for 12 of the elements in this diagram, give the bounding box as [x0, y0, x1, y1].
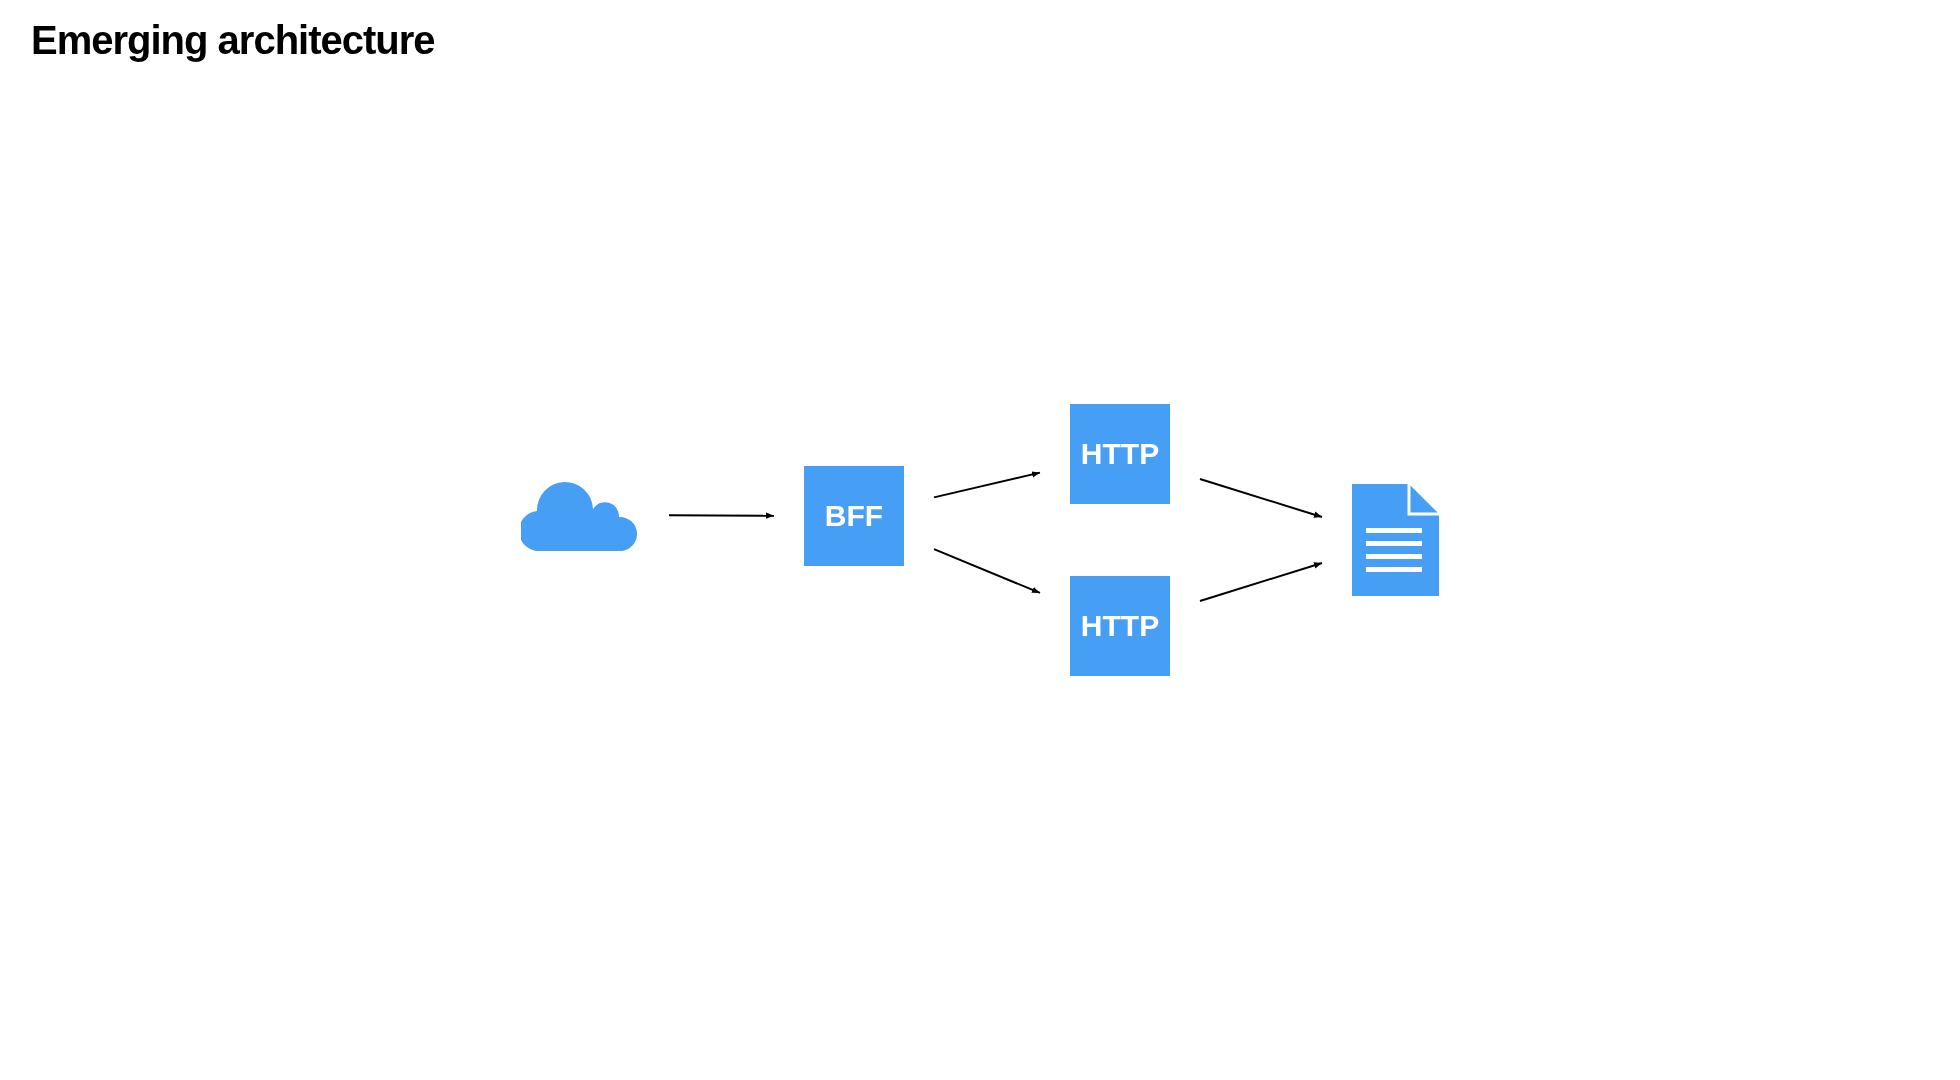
arrow	[933, 548, 1041, 594]
process-box	[804, 466, 904, 566]
box-label: HTTP	[1080, 436, 1160, 473]
arrow	[668, 512, 775, 519]
arrow	[1199, 561, 1323, 603]
diagram-title: Emerging architecture	[31, 17, 435, 64]
arrow	[1199, 477, 1323, 519]
box-label: BFF	[824, 498, 884, 535]
process-box	[1070, 576, 1170, 676]
arrow	[933, 471, 1041, 499]
box-label: HTTP	[1080, 608, 1160, 645]
process-box	[1070, 404, 1170, 504]
